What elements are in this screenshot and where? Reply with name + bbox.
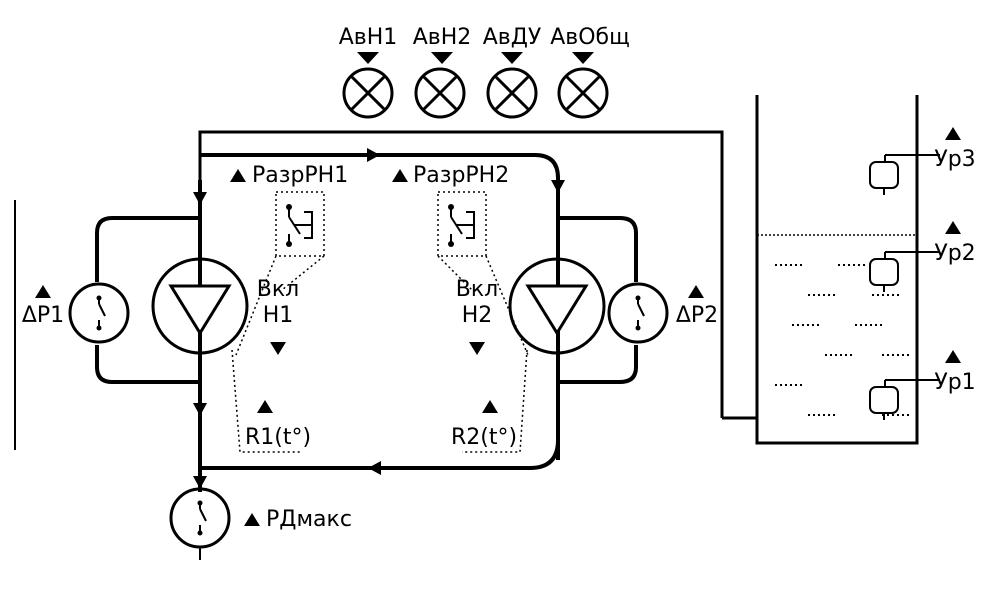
permit-rn1-switch xyxy=(275,191,325,257)
alarm-lamp-avobsch: АвОбщ xyxy=(550,25,630,119)
alarm-arrow-icon xyxy=(357,52,379,64)
max-pressure-label: РДмакс xyxy=(266,507,352,532)
ur2-label: Ур2 xyxy=(934,241,975,266)
float-sensor-icon xyxy=(869,386,899,414)
alarm-label-avn1: АвН1 xyxy=(339,25,398,50)
ur1-arrow-icon xyxy=(945,350,961,363)
pump-h1-arrow-icon xyxy=(270,342,286,355)
permit-rn2-label: РазрРН2 xyxy=(413,163,509,188)
flow-arrow-icon xyxy=(193,192,207,205)
alarm-arrow-icon xyxy=(431,52,453,64)
level-sensor-ur1 xyxy=(869,379,940,420)
dp2-label: ΔР2 xyxy=(676,303,718,328)
temp-r2-arrow-icon xyxy=(482,400,498,413)
water-tank xyxy=(755,95,919,445)
dp2-arrow-icon xyxy=(688,285,704,298)
ur3-label: Ур3 xyxy=(934,147,975,172)
tank-walls xyxy=(755,95,919,445)
top-header-pipe xyxy=(200,153,560,215)
flow-arrow-icon xyxy=(368,461,381,475)
permit-arrow-icon xyxy=(392,169,408,182)
alarm-arrow-icon xyxy=(501,52,523,64)
max-pressure-switch xyxy=(169,487,231,549)
pump-h2 xyxy=(508,257,606,355)
pressure-switch-icon xyxy=(169,487,231,549)
diff-pressure-dp1 xyxy=(68,282,130,344)
temp-r2-label: R2(t°) xyxy=(451,425,517,450)
lamp-icon xyxy=(486,67,538,119)
float-sensor-icon xyxy=(869,161,899,189)
flow-arrow-icon xyxy=(551,180,565,193)
alarm-label-avdu: АвДУ xyxy=(483,25,542,50)
permit-rn1-label: РазрРН1 xyxy=(252,163,348,188)
pressure-switch-icon xyxy=(607,282,669,344)
pump-h2-arrow-icon xyxy=(469,342,485,355)
pump-h2-name: Н2 xyxy=(462,303,493,328)
dp1-label: ΔР1 xyxy=(22,303,64,328)
right-bypass-bottom xyxy=(558,345,638,384)
left-bypass-bottom xyxy=(95,345,200,384)
pump-h1-name: Н1 xyxy=(263,303,294,328)
level-sensor-ur3 xyxy=(869,154,940,195)
ur2-arrow-icon xyxy=(945,221,961,234)
permit-arrow-icon xyxy=(230,169,246,182)
dp1-arrow-icon xyxy=(35,285,51,298)
pump-h1 xyxy=(151,257,249,355)
permit-rn2-switch xyxy=(437,191,487,257)
flow-arrow-icon xyxy=(367,148,380,162)
diff-pressure-dp2 xyxy=(607,282,669,344)
right-bypass-top xyxy=(558,216,638,282)
alarm-lamp-avn2: АвН2 xyxy=(413,25,472,119)
alarm-arrow-icon xyxy=(572,52,594,64)
alarm-lamp-avdu: АвДУ xyxy=(483,25,542,119)
bottom-return-pipe xyxy=(200,439,560,470)
ur1-label: Ур1 xyxy=(934,370,975,395)
lamp-icon xyxy=(557,67,609,119)
max-pressure-arrow-icon xyxy=(244,513,260,526)
temp-r1-arrow-icon xyxy=(257,400,273,413)
alarm-lamp-avn1: АвН1 xyxy=(339,25,398,119)
alarm-label-avobsch: АвОбщ xyxy=(550,25,630,50)
ur3-arrow-icon xyxy=(945,127,961,140)
pump-icon xyxy=(151,257,249,355)
pressure-switch-icon xyxy=(68,282,130,344)
temp-r1-label: R1(t°) xyxy=(245,425,311,450)
float-sensor-icon xyxy=(869,258,899,286)
left-bypass-top xyxy=(95,216,200,282)
lamp-icon xyxy=(342,67,394,119)
pump-h2-on-label: Вкл xyxy=(456,277,498,302)
flow-arrow-icon xyxy=(193,403,207,416)
lamp-icon xyxy=(414,67,466,119)
alarm-label-avn2: АвН2 xyxy=(413,25,472,50)
pump-icon xyxy=(508,257,606,355)
flow-arrow-icon xyxy=(193,476,207,489)
level-sensor-ur2 xyxy=(869,251,940,292)
